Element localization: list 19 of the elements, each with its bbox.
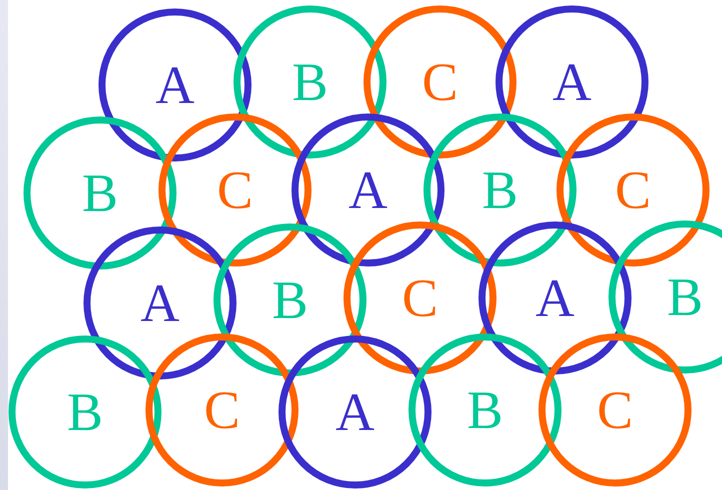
letter-label: C [614,160,652,220]
letter-label: B [666,267,704,327]
letter-label: C [420,52,460,112]
letter-label: A [334,382,376,442]
letter-label: A [140,273,180,333]
letter-label: B [66,382,104,442]
letter-label: B [80,163,120,223]
letter-label: C [216,160,254,220]
letter-label: A [534,268,576,328]
letter-label: B [270,270,310,330]
letter-label: A [154,55,196,115]
letter-label: B [290,52,330,112]
letter-label: A [552,52,592,112]
letter-label: B [480,160,520,220]
letter-label: B [466,380,504,440]
letter-label: C [400,268,440,328]
letter-label: C [202,380,242,440]
letter-label: A [348,160,388,220]
letter-label: C [596,380,634,440]
